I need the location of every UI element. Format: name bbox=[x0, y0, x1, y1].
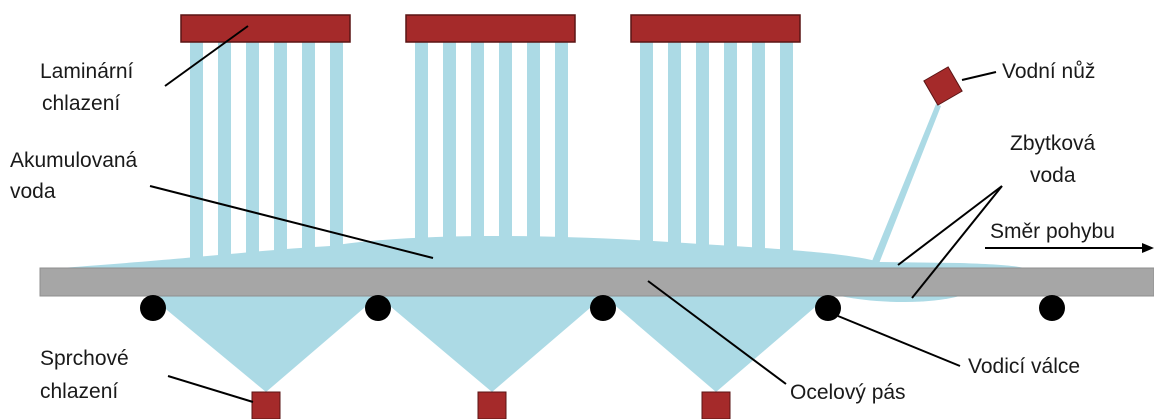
laminar-jet bbox=[499, 40, 512, 260]
label-accumulated-line2: voda bbox=[10, 180, 56, 203]
label-steel-strip: Ocelový pás bbox=[790, 381, 906, 404]
laminar-jets bbox=[190, 40, 793, 260]
guide-roll bbox=[815, 295, 841, 321]
leader-laminar bbox=[164, 25, 249, 87]
guide-roll bbox=[590, 295, 616, 321]
label-laminar-line1: Laminární bbox=[40, 60, 134, 83]
laminar-jet bbox=[302, 40, 315, 260]
leader-residual-top bbox=[897, 185, 1003, 266]
guide-roll bbox=[1039, 295, 1065, 321]
guide-rolls bbox=[140, 295, 1065, 321]
leader-guide-rolls bbox=[837, 315, 961, 367]
spray-cone-2 bbox=[378, 296, 604, 392]
label-water-knife: Vodní nůž bbox=[1002, 60, 1095, 83]
leader-accumulated bbox=[149, 185, 434, 259]
laminar-jet bbox=[218, 40, 231, 260]
spray-cone-3 bbox=[604, 296, 828, 392]
leader-lines bbox=[149, 25, 1003, 403]
laminar-header-3 bbox=[630, 14, 801, 43]
leader-water-knife bbox=[961, 71, 997, 81]
direction-arrow-head bbox=[1142, 243, 1154, 253]
labels: Laminární chlazení Akumulovaná voda Sprc… bbox=[10, 60, 1115, 404]
spray-cones bbox=[150, 296, 828, 392]
water-knife-jet bbox=[870, 104, 941, 266]
laminar-jet bbox=[527, 40, 540, 260]
leader-residual-bottom bbox=[911, 185, 1003, 299]
spray-nozzle-3 bbox=[701, 391, 731, 419]
laminar-jet bbox=[246, 40, 259, 260]
accumulated-water bbox=[60, 236, 1025, 268]
laminar-header-1 bbox=[180, 14, 351, 43]
laminar-jet bbox=[696, 40, 709, 260]
steel-strip bbox=[39, 267, 1154, 297]
laminar-jet bbox=[640, 40, 653, 260]
laminar-jet bbox=[415, 40, 428, 260]
guide-roll bbox=[140, 295, 166, 321]
laminar-header-2 bbox=[405, 14, 576, 43]
spray-nozzles bbox=[251, 391, 731, 419]
laminar-jet bbox=[330, 40, 343, 260]
spray-cone-1 bbox=[150, 296, 378, 392]
laminar-jet bbox=[274, 40, 287, 260]
laminar-jet bbox=[752, 40, 765, 260]
laminar-headers bbox=[180, 14, 801, 43]
direction-arrow bbox=[985, 243, 1154, 253]
spray-nozzle-2 bbox=[477, 391, 507, 419]
laminar-jet bbox=[190, 40, 203, 260]
laminar-jet bbox=[471, 40, 484, 260]
laminar-jet bbox=[668, 40, 681, 260]
spray-nozzle-1 bbox=[251, 391, 281, 419]
label-guide-rolls: Vodicí válce bbox=[968, 355, 1080, 378]
laminar-jet bbox=[555, 40, 568, 260]
laminar-jet bbox=[780, 40, 793, 260]
label-residual-line2: voda bbox=[1030, 164, 1076, 187]
label-residual-line1: Zbytková bbox=[1010, 132, 1096, 155]
laminar-jet bbox=[724, 40, 737, 260]
label-laminar-line2: chlazení bbox=[42, 92, 120, 115]
label-spray-line1: Sprchové bbox=[40, 347, 129, 370]
guide-roll bbox=[365, 295, 391, 321]
label-accumulated-line1: Akumulovaná bbox=[10, 149, 138, 172]
label-spray-line2: chlazení bbox=[40, 380, 118, 403]
residual-water-under bbox=[840, 296, 960, 302]
leader-steel-strip bbox=[647, 280, 787, 385]
label-direction: Směr pohybu bbox=[990, 220, 1115, 243]
laminar-jet bbox=[443, 40, 456, 260]
water-knife-nozzle bbox=[923, 66, 963, 106]
leader-spray bbox=[167, 375, 254, 403]
